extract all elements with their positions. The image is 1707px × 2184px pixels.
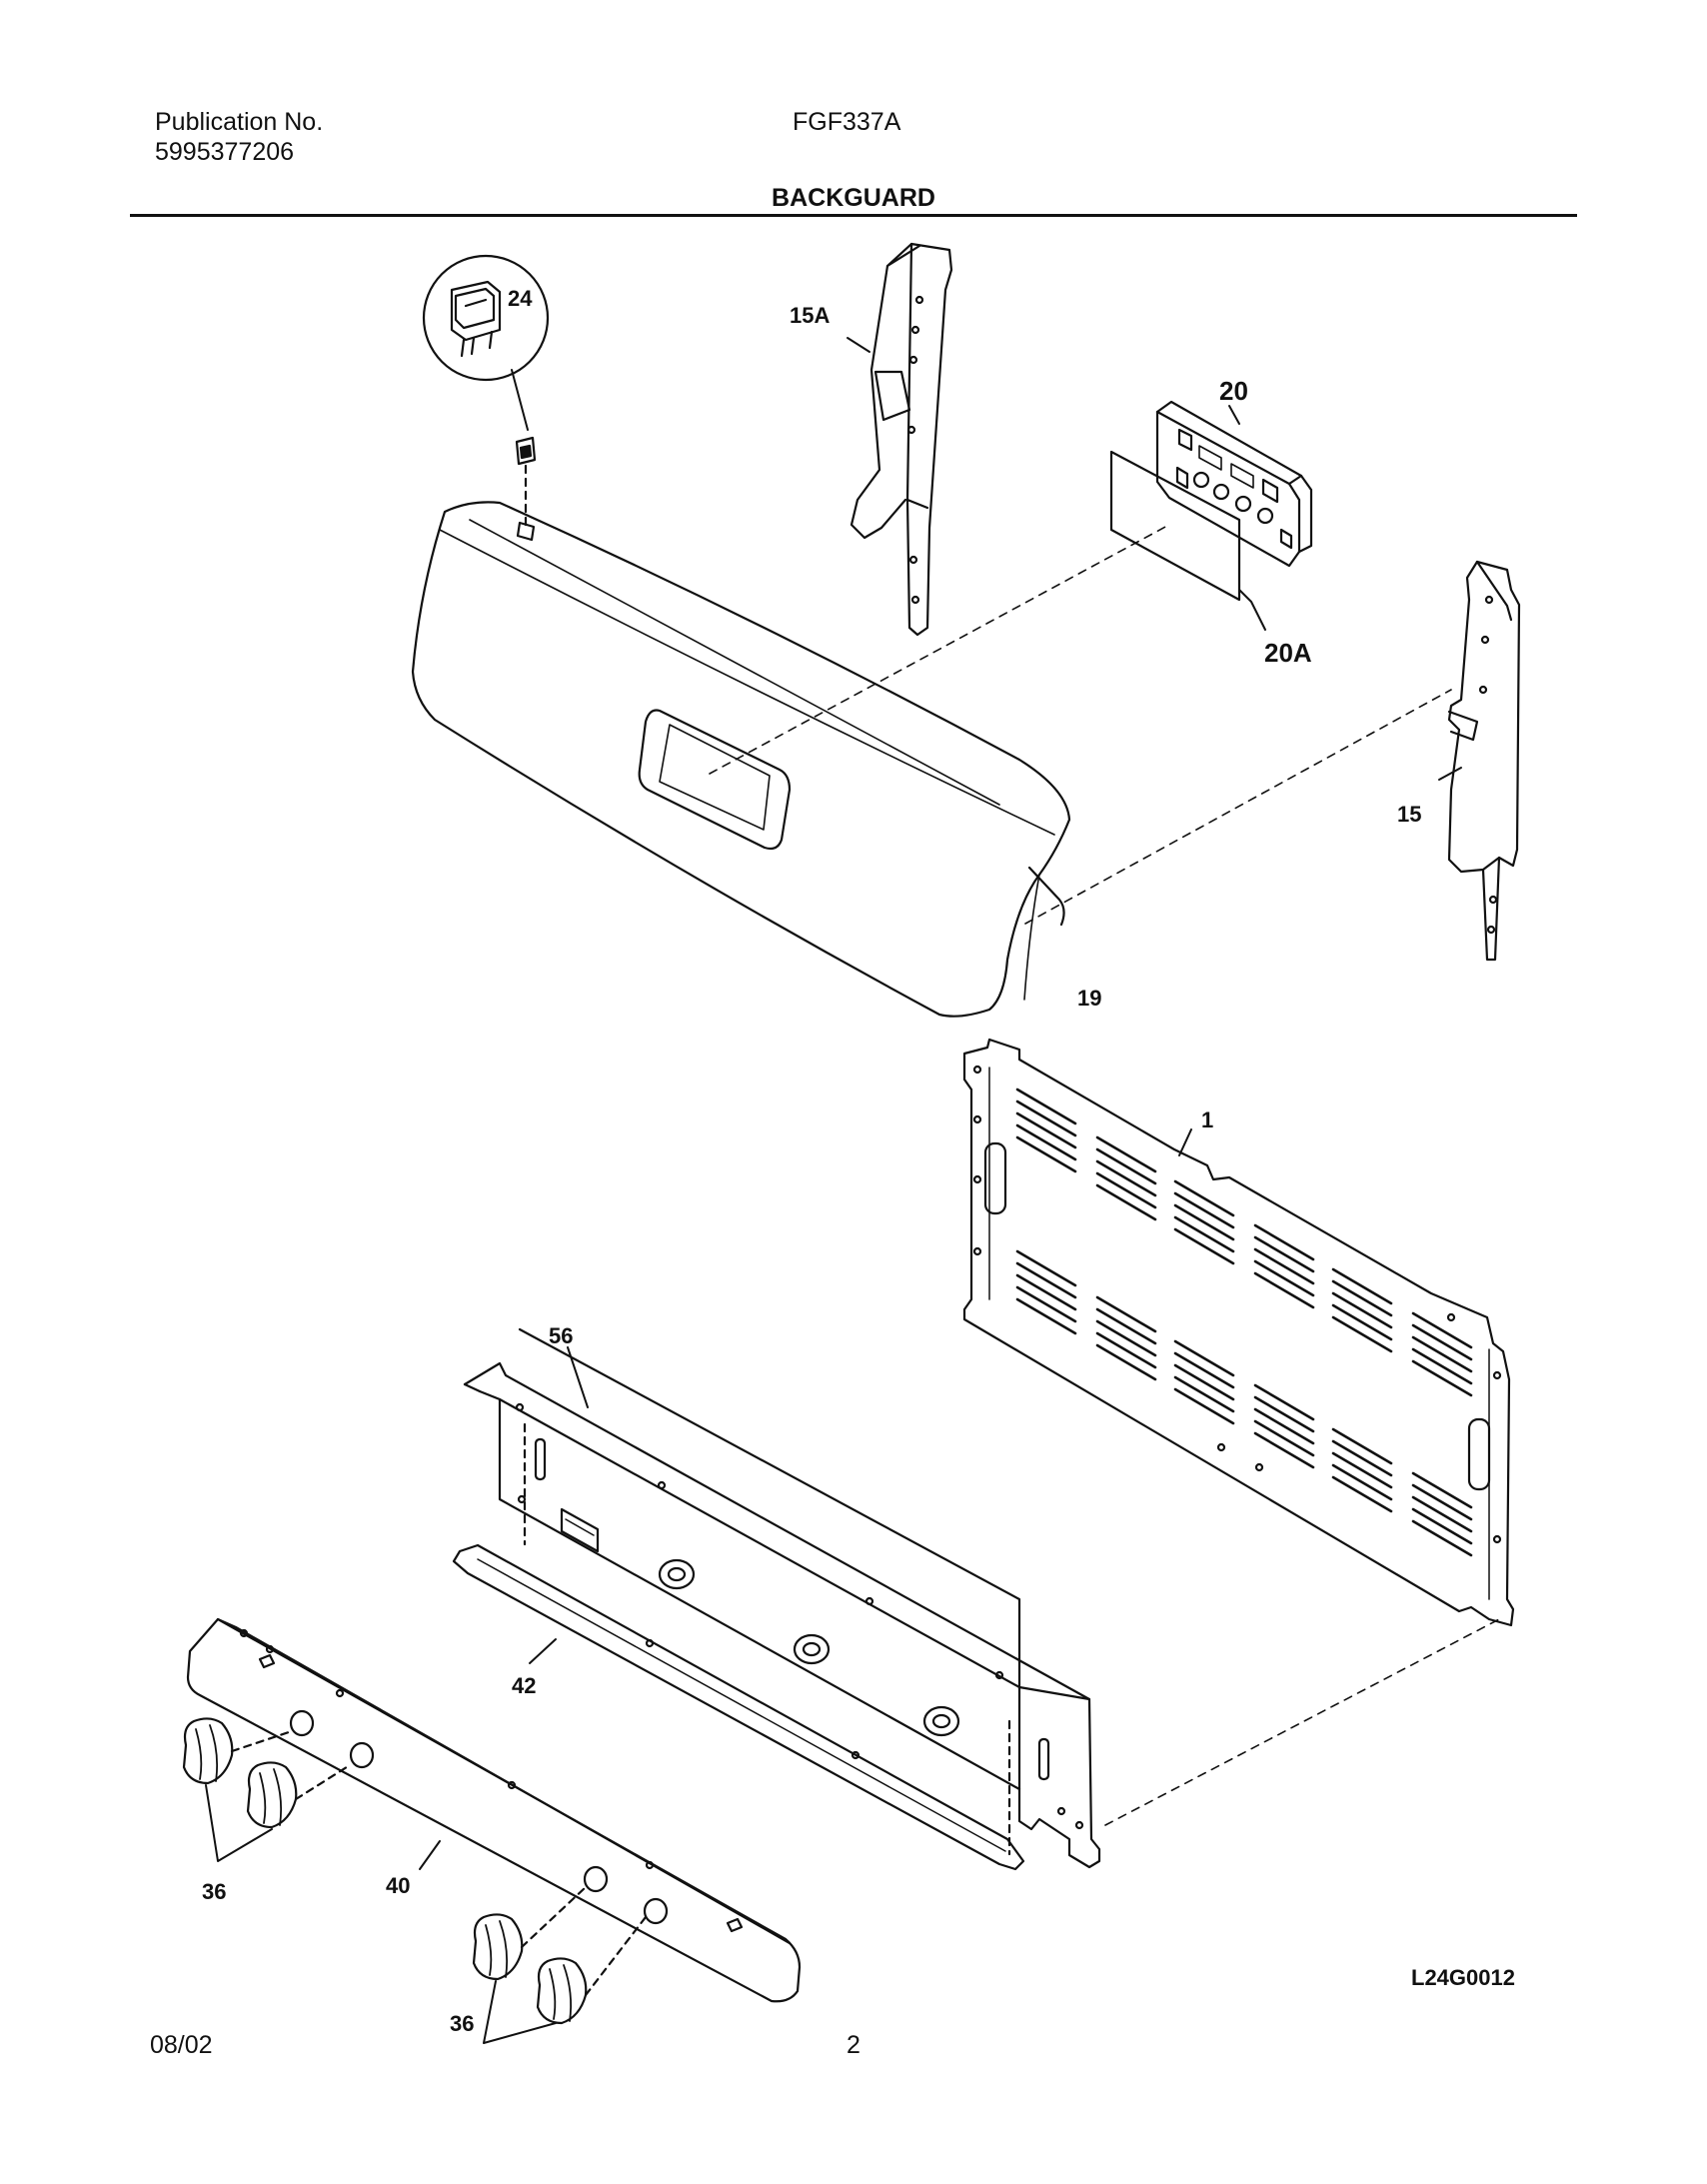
callout-20a: 20A bbox=[1264, 638, 1312, 668]
part-24-switch bbox=[422, 254, 550, 527]
callout-19: 19 bbox=[1077, 986, 1101, 1011]
part-56-manifold-panel bbox=[463, 1327, 1101, 1869]
publication-label: Publication No. bbox=[155, 108, 324, 136]
part-40-control-panel bbox=[186, 1617, 802, 2003]
drawing-code: L24G0012 bbox=[1411, 1965, 1515, 1990]
callout-36-right: 36 bbox=[450, 2011, 474, 2036]
part-42-trim bbox=[452, 1543, 1025, 1871]
part-36-knobs bbox=[182, 1717, 648, 2044]
callout-42: 42 bbox=[512, 1673, 536, 1698]
callout-40: 40 bbox=[386, 1873, 410, 1898]
header-rule bbox=[130, 214, 1577, 217]
footer-date: 08/02 bbox=[150, 2031, 213, 2059]
callout-15a: 15A bbox=[790, 303, 830, 328]
part-19-backguard-panel bbox=[411, 501, 1071, 1018]
section-title: BACKGUARD bbox=[772, 184, 935, 212]
part-15a-end-bracket bbox=[847, 242, 953, 637]
callout-1: 1 bbox=[1201, 1107, 1213, 1132]
callout-56: 56 bbox=[549, 1323, 573, 1348]
publication-number: 5995377206 bbox=[155, 138, 295, 166]
callout-15: 15 bbox=[1397, 802, 1421, 827]
callout-36-left: 36 bbox=[202, 1879, 226, 1904]
callout-24: 24 bbox=[508, 286, 533, 311]
part-20a-overlay bbox=[1109, 450, 1266, 631]
callout-20: 20 bbox=[1219, 376, 1248, 406]
model-number: FGF337A bbox=[793, 108, 901, 136]
assembly-lines bbox=[709, 525, 1500, 1826]
page-number: 2 bbox=[847, 2031, 860, 2059]
part-1-rear-panel bbox=[962, 1038, 1515, 1627]
part-15-end-bracket bbox=[1438, 560, 1521, 962]
callout-labels: 24 15A 20 20A 15 19 1 56 42 40 36 36 L24… bbox=[202, 286, 1515, 2036]
part-20-clock-control bbox=[1155, 400, 1313, 568]
